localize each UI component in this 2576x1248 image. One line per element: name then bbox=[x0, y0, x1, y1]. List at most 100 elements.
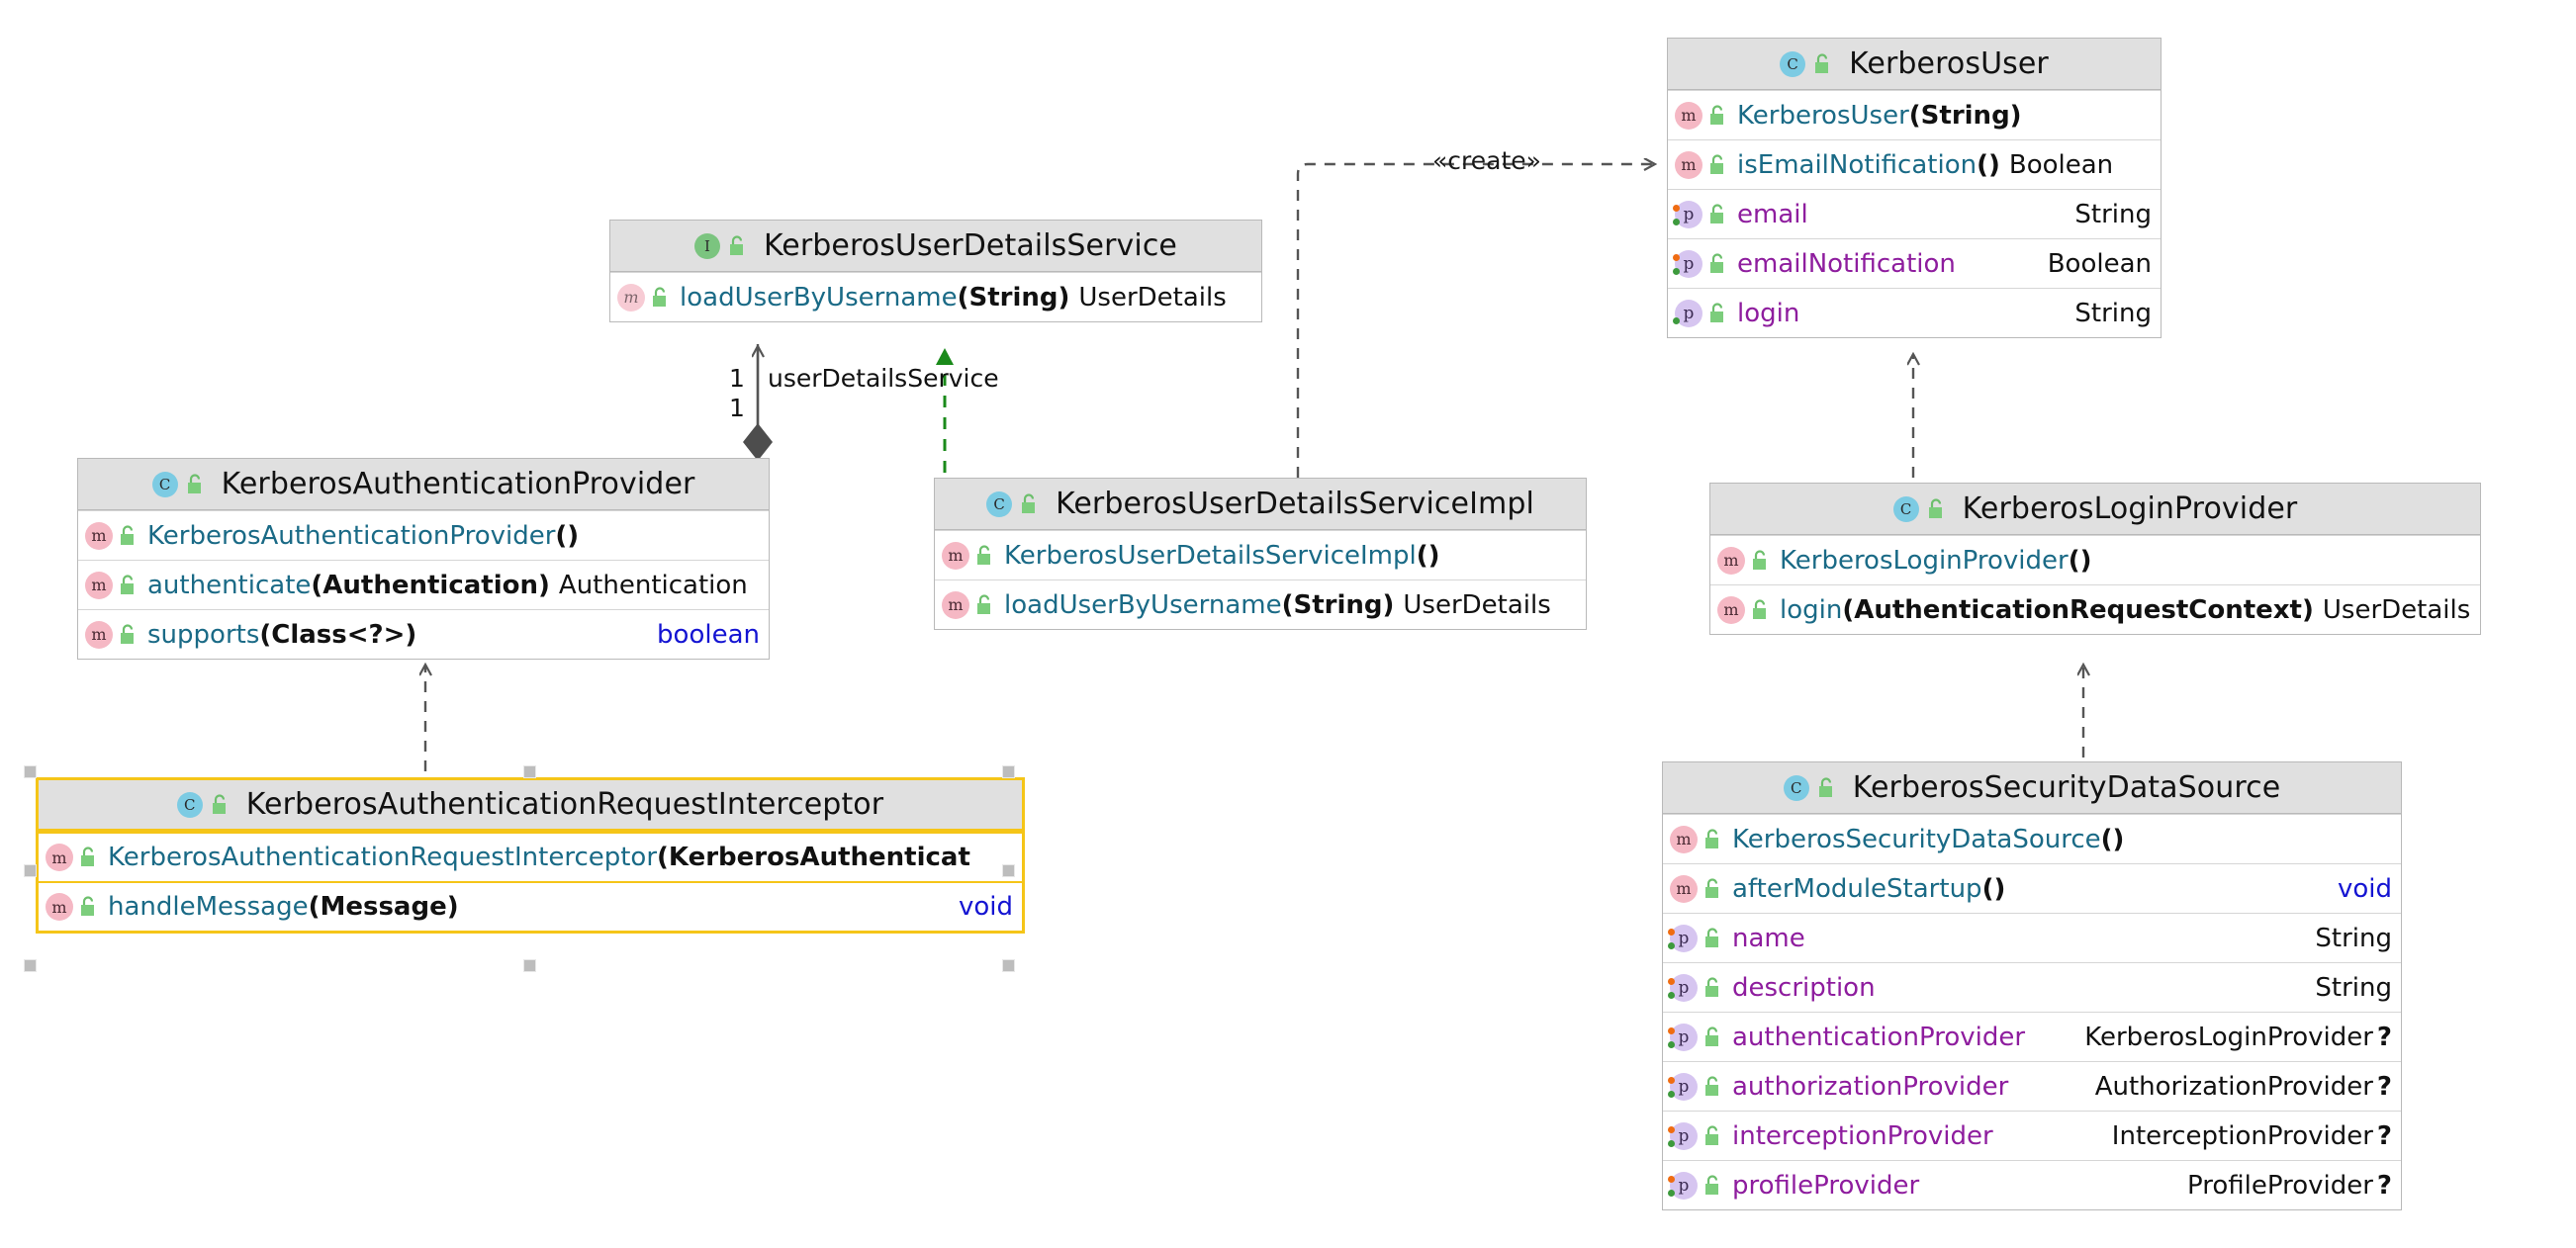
member-name: KerberosUser bbox=[1737, 100, 1909, 131]
class-box-kerberos-user[interactable]: C KerberosUser m KerberosUser (String) m bbox=[1667, 38, 2162, 338]
class-icon: C bbox=[1783, 774, 1809, 801]
class-box-kerberos-authentication-request-interceptor[interactable]: C KerberosAuthenticationRequestIntercept… bbox=[36, 777, 1025, 934]
member-row[interactable]: p emailNotification Boolean bbox=[1668, 238, 2161, 288]
class-box-kerberos-security-data-source[interactable]: C KerberosSecurityDataSource m KerberosS… bbox=[1662, 761, 2402, 1210]
public-lock-icon bbox=[1702, 1124, 1724, 1148]
member-return-type: Boolean bbox=[2008, 149, 2114, 180]
member-params: () bbox=[555, 520, 580, 551]
member-row[interactable]: p email String bbox=[1668, 189, 2161, 238]
class-box-kerberos-user-details-service-impl[interactable]: C KerberosUserDetailsServiceImpl m Kerbe… bbox=[934, 478, 1587, 630]
member-row[interactable]: p login String bbox=[1668, 288, 2161, 337]
public-lock-icon bbox=[1019, 492, 1041, 516]
member-row[interactable]: p profileProvider ProfileProvider ? bbox=[1663, 1160, 2401, 1209]
public-lock-icon bbox=[1707, 302, 1729, 325]
selection-handle-se[interactable] bbox=[1002, 959, 1015, 972]
member-row[interactable]: m KerberosLoginProvider () bbox=[1710, 535, 2480, 584]
member-name: authorizationProvider bbox=[1732, 1071, 2009, 1102]
class-header: I KerberosUserDetailsService bbox=[610, 221, 1261, 272]
member-row[interactable]: p interceptionProvider InterceptionProvi… bbox=[1663, 1111, 2401, 1160]
member-name: KerberosAuthenticationProvider bbox=[147, 520, 556, 551]
member-name: profileProvider bbox=[1732, 1170, 1920, 1201]
member-row[interactable]: m KerberosSecurityDataSource () bbox=[1663, 814, 2401, 863]
property-icon: p bbox=[1668, 973, 1698, 1002]
selection-handle-nw[interactable] bbox=[24, 765, 37, 778]
member-type: KerberosLoginProvider bbox=[2084, 1022, 2373, 1052]
class-box-kerberos-user-details-service[interactable]: I KerberosUserDetailsService m loadUserB… bbox=[609, 220, 1262, 322]
public-lock-icon bbox=[1702, 976, 1724, 1000]
member-row[interactable]: p authorizationProvider AuthorizationPro… bbox=[1663, 1061, 2401, 1111]
member-return-type: UserDetails bbox=[2322, 594, 2471, 625]
selection-handle-s[interactable] bbox=[523, 959, 536, 972]
class-title: KerberosUserDetailsService bbox=[764, 228, 1177, 263]
member-name: KerberosSecurityDataSource bbox=[1732, 824, 2101, 854]
nullable-marker: ? bbox=[2376, 1022, 2392, 1052]
public-lock-icon bbox=[210, 793, 231, 817]
member-row[interactable]: m KerberosAuthenticationProvider () bbox=[78, 510, 769, 560]
member-params: (Class<?>) bbox=[259, 619, 417, 650]
member-row[interactable]: m loadUserByUsername (String) UserDetail… bbox=[935, 579, 1586, 629]
selection-handle-e[interactable] bbox=[1002, 864, 1015, 877]
member-row[interactable]: m loadUserByUsername (String) UserDetail… bbox=[610, 272, 1261, 321]
class-icon: C bbox=[1780, 50, 1806, 77]
method-icon: m bbox=[46, 893, 73, 921]
public-lock-icon bbox=[1707, 104, 1729, 128]
method-icon: m bbox=[942, 541, 969, 570]
property-icon: p bbox=[1668, 1121, 1698, 1150]
method-icon: m bbox=[617, 283, 645, 312]
member-name: description bbox=[1732, 972, 1876, 1003]
member-row[interactable]: m isEmailNotification () Boolean bbox=[1668, 139, 2161, 189]
member-name: KerberosUserDetailsServiceImpl bbox=[1004, 540, 1417, 571]
member-row[interactable]: p name String bbox=[1663, 913, 2401, 962]
member-name: KerberosLoginProvider bbox=[1780, 545, 2069, 576]
member-name: supports bbox=[147, 619, 260, 650]
method-icon: m bbox=[942, 590, 969, 619]
member-params: (AuthenticationRequestContext) bbox=[1842, 594, 2314, 625]
method-icon: m bbox=[1675, 150, 1702, 179]
class-box-kerberos-login-provider[interactable]: C KerberosLoginProvider m KerberosLoginP… bbox=[1709, 483, 2481, 635]
member-params: (Authentication) bbox=[311, 570, 550, 600]
edge-label-create: «create» bbox=[1432, 146, 1541, 175]
public-lock-icon bbox=[185, 473, 207, 496]
member-row[interactable]: p authenticationProvider KerberosLoginPr… bbox=[1663, 1012, 2401, 1061]
member-name: login bbox=[1737, 298, 1800, 328]
member-row[interactable]: m handleMessage (Message) void bbox=[39, 881, 1022, 931]
member-type: String bbox=[2315, 972, 2392, 1003]
selection-handle-ne[interactable] bbox=[1002, 765, 1015, 778]
class-box-kerberos-authentication-provider[interactable]: C KerberosAuthenticationProvider m Kerbe… bbox=[77, 458, 770, 660]
member-row[interactable]: m authenticate (Authentication) Authenti… bbox=[78, 560, 769, 609]
member-row[interactable]: p description String bbox=[1663, 962, 2401, 1012]
member-name: handleMessage bbox=[108, 892, 309, 922]
selection-handle-sw[interactable] bbox=[24, 959, 37, 972]
member-type: Boolean bbox=[2047, 248, 2152, 279]
member-params: () bbox=[2068, 545, 2092, 576]
class-header: C KerberosAuthenticationProvider bbox=[78, 459, 769, 510]
selection-handle-n[interactable] bbox=[523, 765, 536, 778]
public-lock-icon bbox=[1707, 252, 1729, 276]
member-row[interactable]: m KerberosUserDetailsServiceImpl () bbox=[935, 530, 1586, 579]
member-type: AuthorizationProvider bbox=[2094, 1071, 2373, 1102]
property-icon: p bbox=[1673, 200, 1702, 228]
member-params: () bbox=[2100, 824, 2125, 854]
member-row[interactable]: m afterModuleStartup () void bbox=[1663, 863, 2401, 913]
class-icon: C bbox=[986, 490, 1013, 517]
class-header: C KerberosUser bbox=[1668, 39, 2161, 90]
member-type: String bbox=[2315, 923, 2392, 953]
selection-handle-w[interactable] bbox=[24, 864, 37, 877]
member-type: String bbox=[2074, 298, 2152, 328]
member-type: ProfileProvider bbox=[2187, 1170, 2373, 1201]
public-lock-icon bbox=[1702, 877, 1724, 901]
method-icon: m bbox=[46, 844, 73, 871]
public-lock-icon bbox=[1816, 776, 1838, 800]
member-row[interactable]: m supports (Class<?>) boolean bbox=[78, 609, 769, 659]
property-icon: p bbox=[1673, 299, 1702, 327]
method-icon: m bbox=[1670, 825, 1698, 853]
member-params: (Message) bbox=[308, 892, 459, 922]
member-name: loadUserByUsername bbox=[680, 282, 958, 312]
multiplicity-source: 1 bbox=[729, 394, 745, 422]
member-row[interactable]: m login (AuthenticationRequestContext) U… bbox=[1710, 584, 2480, 634]
class-icon: C bbox=[1892, 495, 1919, 522]
member-row[interactable]: m KerberosAuthenticationRequestIntercept… bbox=[39, 832, 1022, 881]
member-row[interactable]: m KerberosUser (String) bbox=[1668, 90, 2161, 139]
class-title: KerberosSecurityDataSource bbox=[1852, 770, 2281, 805]
